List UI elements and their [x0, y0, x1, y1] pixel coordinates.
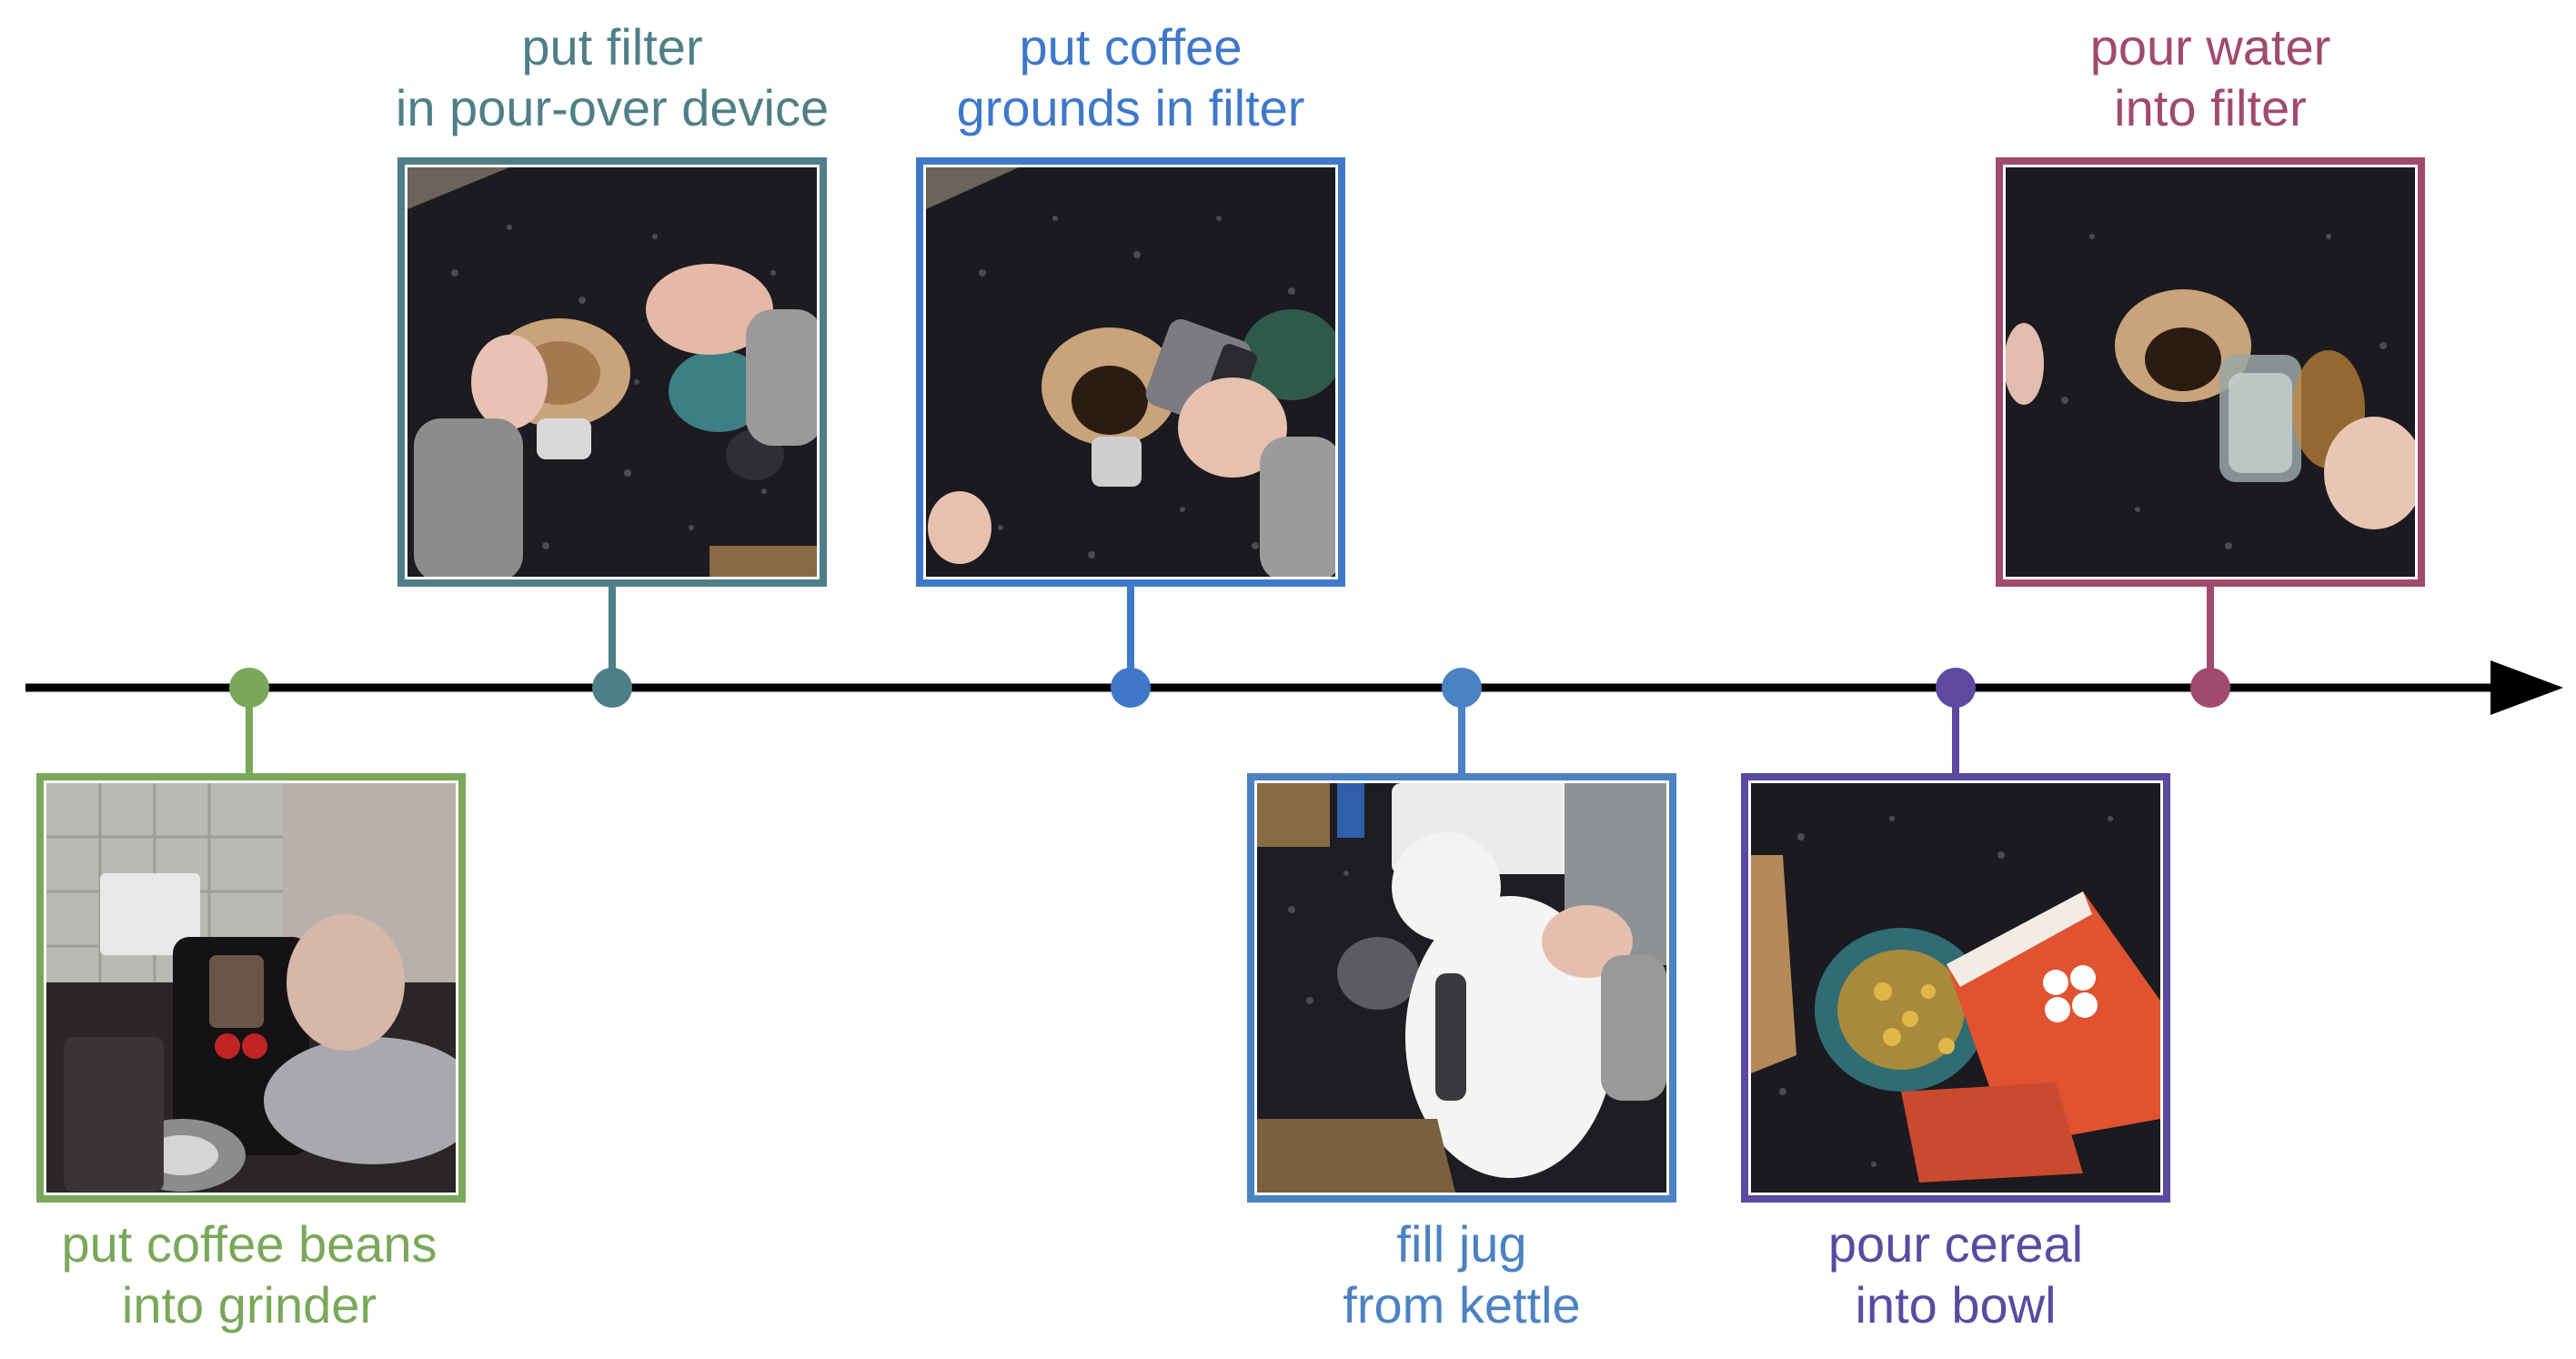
event-photo: [1996, 157, 2425, 587]
caption-line: in pour-over device: [395, 79, 830, 136]
event-cereal: [1741, 668, 2170, 1203]
caption-line: into grinder: [121, 1276, 377, 1334]
event-marker: [2190, 668, 2230, 708]
cereal-scene: [1751, 783, 2160, 1193]
grounds-scene: [926, 167, 1335, 577]
event-beans: [36, 668, 466, 1203]
caption-line: pour cereal: [1827, 1215, 2084, 1273]
caption-cereal: pour cereal into bowl: [1683, 1213, 2229, 1335]
event-jug: [1247, 668, 1676, 1203]
caption-line: put coffee: [1019, 18, 1243, 76]
grinder-scene: [46, 783, 456, 1193]
event-photo: [1247, 773, 1676, 1203]
caption-line: into filter: [2114, 79, 2307, 136]
caption-filter: put filter in pour-over device: [339, 16, 885, 138]
caption-water: pour water into filter: [1937, 16, 2483, 138]
kettle-scene: [1257, 783, 1666, 1193]
event-grounds: [916, 157, 1345, 708]
event-photo: [397, 157, 827, 587]
pour-water-scene: [2006, 167, 2415, 577]
caption-line: put filter: [521, 18, 703, 76]
event-marker: [229, 668, 269, 708]
event-marker: [592, 668, 632, 708]
event-photo: [916, 157, 1345, 587]
caption-grounds: put coffee grounds in filter: [858, 16, 1404, 138]
event-filter: [397, 157, 827, 708]
caption-line: put coffee beans: [61, 1215, 438, 1273]
event-marker: [1111, 668, 1151, 708]
event-water: [1996, 157, 2425, 708]
event-marker: [1442, 668, 1482, 708]
filter-scene: [408, 167, 817, 577]
caption-jug: fill jug from kettle: [1189, 1213, 1735, 1335]
caption-beans: put coffee beans into grinder: [0, 1213, 522, 1335]
caption-line: pour water: [2089, 18, 2331, 76]
event-photo: [36, 773, 466, 1203]
caption-line: from kettle: [1343, 1276, 1581, 1334]
caption-line: into bowl: [1855, 1276, 2057, 1334]
caption-line: grounds in filter: [956, 79, 1305, 136]
event-photo: [1741, 773, 2170, 1203]
event-marker: [1936, 668, 1976, 708]
caption-line: fill jug: [1396, 1215, 1527, 1273]
timeline-arrowhead: [2490, 660, 2563, 715]
